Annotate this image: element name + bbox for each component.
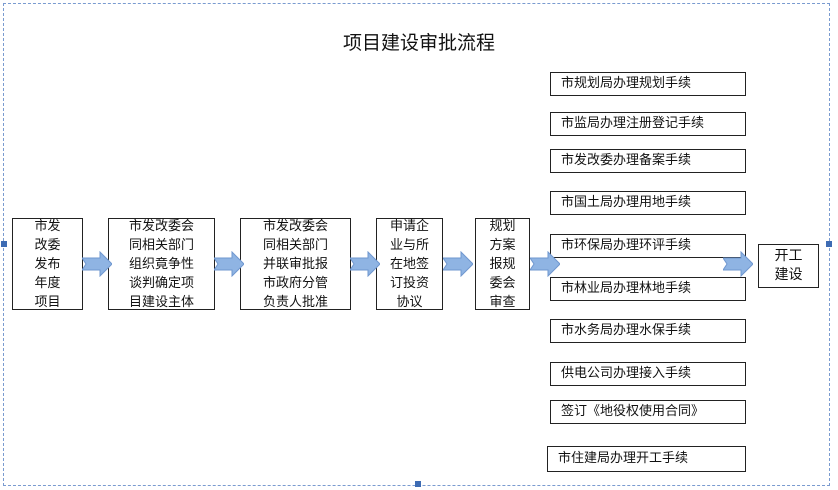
procedure-box: 市环保局办理环评手续 xyxy=(550,234,746,258)
flow-arrow-icon xyxy=(443,251,473,277)
diagram-title: 项目建设审批流程 xyxy=(342,32,495,54)
procedure-box: 市林业局办理林地手续 xyxy=(550,277,746,301)
procedure-box: 供电公司办理接入手续 xyxy=(550,362,746,386)
step-5-box: 规划 方案 报规 委会 审查 xyxy=(475,218,530,310)
step-3-box: 市发改委会 同相关部门 并联审批报 市政府分管 负责人批准 xyxy=(240,218,351,310)
final-step-box: 开工 建设 xyxy=(758,244,819,288)
procedure-box: 市国土局办理用地手续 xyxy=(550,191,746,215)
step-4-box: 申请企 业与所 在地签 订投资 协议 xyxy=(376,218,443,310)
procedure-box: 市水务局办理水保手续 xyxy=(550,319,746,343)
resize-handle-bottom[interactable] xyxy=(415,481,421,487)
procedure-box: 签订《地役权使用合同》 xyxy=(550,400,746,424)
step-2-box: 市发改委会 同相关部门 组织竟争性 谈判确定项 目建设主体 xyxy=(108,218,215,310)
step-4-text: 申请企 业与所 在地签 订投资 协议 xyxy=(389,218,429,310)
flow-arrow-icon xyxy=(82,251,112,277)
step-3-text: 市发改委会 同相关部门 并联审批报 市政府分管 负责人批准 xyxy=(262,218,328,310)
resize-handle-left[interactable] xyxy=(1,241,7,247)
resize-handle-right[interactable] xyxy=(826,241,832,247)
flow-arrow-icon xyxy=(530,251,560,277)
step-1-text: 市发 改委 发布 年度 项目 xyxy=(34,218,61,310)
step-2-text: 市发改委会 同相关部门 组织竟争性 谈判确定项 目建设主体 xyxy=(128,218,194,310)
procedure-box: 市规划局办理规划手续 xyxy=(550,72,746,96)
step-1-box: 市发 改委 发布 年度 项目 xyxy=(12,218,83,310)
flow-arrow-icon xyxy=(214,251,244,277)
procedure-box: 市住建局办理开工手续 xyxy=(547,446,746,472)
final-step-text: 开工 建设 xyxy=(774,248,803,283)
procedure-box: 市监局办理注册登记手续 xyxy=(550,112,746,136)
flow-arrow-icon xyxy=(723,251,753,277)
step-5-text: 规划 方案 报规 委会 审查 xyxy=(489,218,516,310)
flow-arrow-icon xyxy=(350,251,380,277)
procedure-box: 市发改委办理备案手续 xyxy=(550,149,746,173)
